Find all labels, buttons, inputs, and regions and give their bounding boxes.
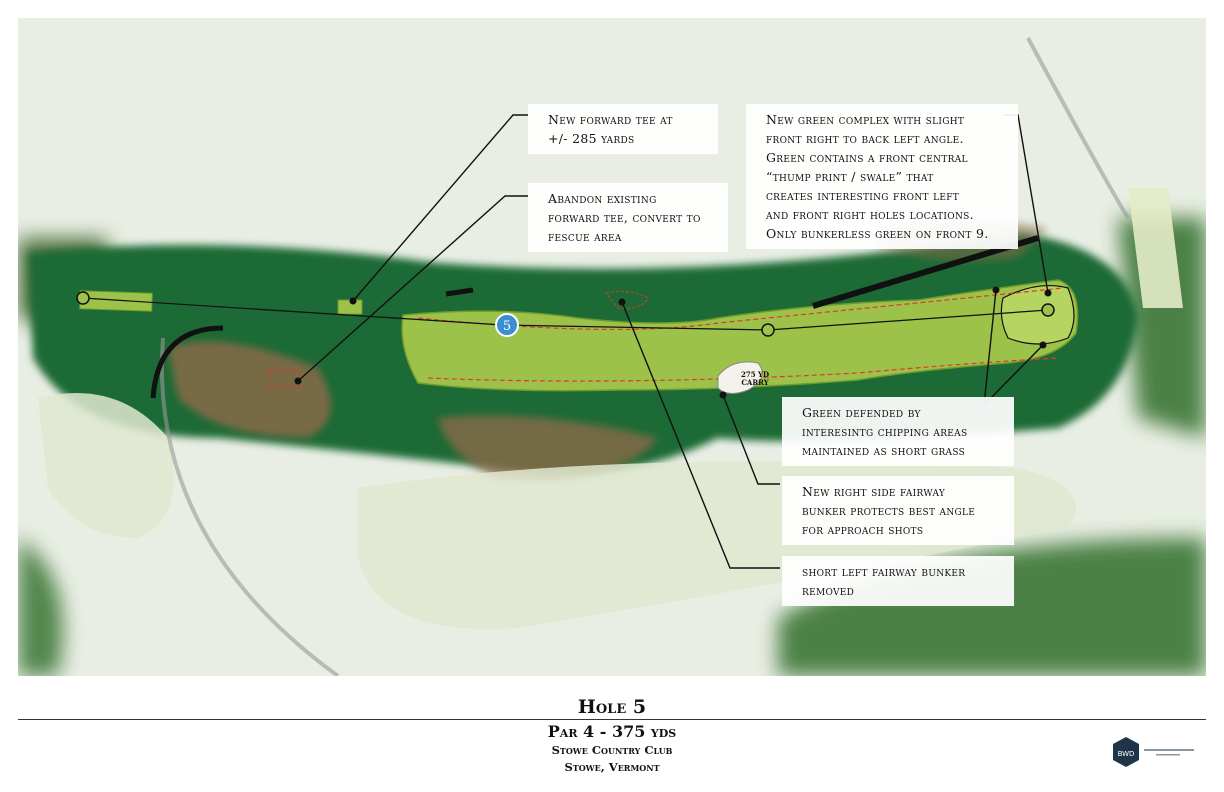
callout-line: front right to back left angle. — [766, 131, 964, 146]
callout-green-complex: New green complex with slight front righ… — [746, 104, 1018, 249]
callout-line: Green contains a front central — [766, 150, 968, 165]
fescue-area — [168, 341, 331, 438]
callout-line: New forward tee at — [548, 112, 673, 127]
fescue-area — [438, 415, 658, 480]
callout-line: Only bunkerless green on front 9. — [766, 226, 989, 241]
club-name: Stowe Country Club — [551, 743, 673, 757]
back-tee — [79, 290, 153, 312]
callout-line: forward tee, convert to — [548, 210, 701, 225]
hole-title: Hole 5 — [577, 696, 647, 718]
callout-line: fescue area — [548, 229, 622, 244]
par-yardage: Par 4 - 375 yds — [547, 722, 677, 741]
new-fairway-bunker — [717, 361, 763, 394]
callout-line: and front right holes locations. — [766, 207, 974, 222]
callout-chipping-areas: Green defended by interesintg chipping a… — [782, 397, 1014, 466]
callout-line: Abandon existing — [548, 191, 657, 206]
callout-line: “thump print / swale” that — [766, 169, 934, 184]
callout-line: short left fairway bunker — [802, 564, 966, 579]
hole-number-badge — [495, 313, 519, 337]
callout-fairway-bunker: New right side fairway bunker protects b… — [782, 476, 1014, 545]
hole-number-text: 5 — [503, 319, 511, 334]
carry-yards: 275 YD — [741, 370, 770, 379]
callout-line: bunker protects best angle — [802, 503, 976, 518]
callout-line: removed — [802, 583, 855, 598]
callout-line: New right side fairway — [802, 484, 946, 499]
callout-line: +/- 285 yards — [548, 131, 635, 146]
callout-line: creates interesting front left — [766, 188, 960, 203]
callout-abandon-tee: Abandon existing forward tee, convert to… — [528, 183, 728, 252]
callout-line: New green complex with slight — [766, 112, 965, 127]
target-marker-icon — [76, 291, 1055, 337]
callout-line: interesintg chipping areas — [802, 424, 968, 439]
callout-line: maintained as short grass — [802, 443, 966, 458]
svg-text:BWD: BWD — [1118, 750, 1135, 758]
carry-word: CARRY — [741, 378, 769, 387]
callout-line: Green defended by — [802, 405, 921, 420]
callout-forward-tee: New forward tee at +/- 285 yards — [528, 104, 718, 154]
callout-bunker-removed: short left fairway bunker removed — [782, 556, 1014, 606]
carry-label: 275 YD CARRY — [741, 371, 769, 387]
callout-line: for approach shots — [802, 522, 924, 537]
fairway — [401, 279, 1079, 392]
green — [1000, 284, 1075, 345]
design-firm-logo: BWD — [1113, 737, 1194, 767]
club-location: Stowe, Vermont — [564, 760, 660, 774]
title-divider — [18, 719, 1206, 720]
